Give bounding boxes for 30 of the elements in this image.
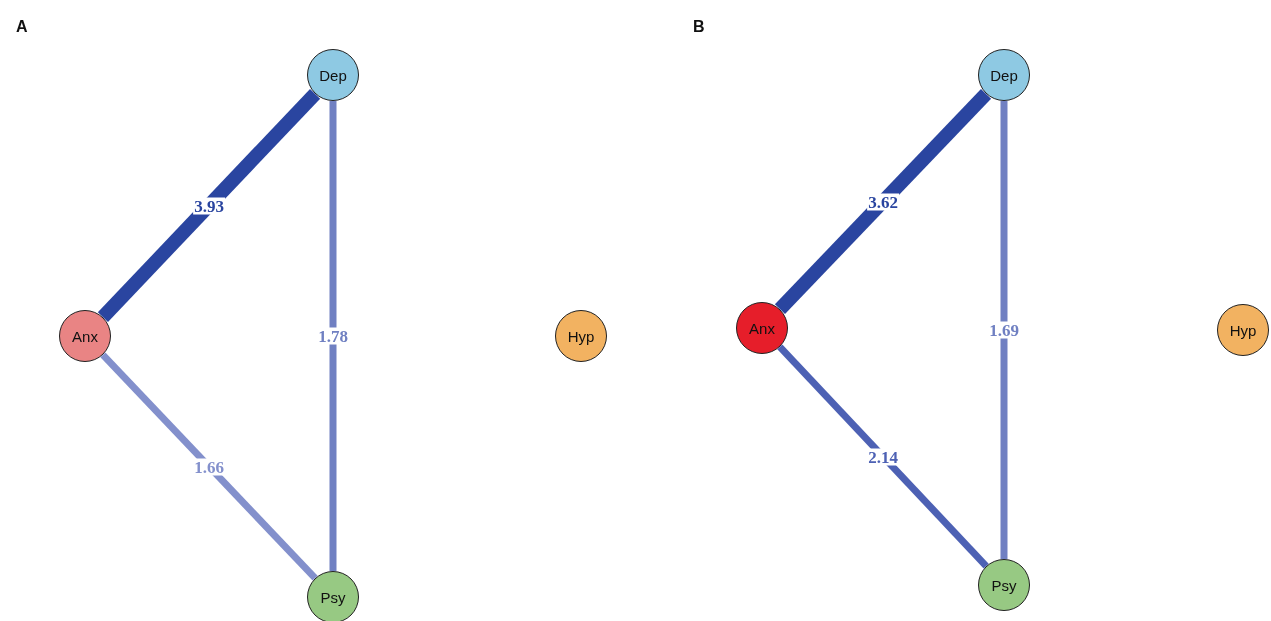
node-circle xyxy=(307,571,359,621)
node-label: Dep xyxy=(990,66,1018,84)
node-label: Psy xyxy=(320,588,346,606)
edge-line xyxy=(1000,101,1008,559)
node-circle xyxy=(1217,304,1269,356)
node-label: Psy xyxy=(991,576,1017,594)
edge-label: 1.66 xyxy=(193,458,225,475)
edge-line xyxy=(100,352,318,581)
node-label: Anx xyxy=(72,327,98,345)
node-label: Hyp xyxy=(567,327,595,345)
panel-label: B xyxy=(693,18,705,36)
edge-label: 1.69 xyxy=(988,321,1020,339)
node-circle xyxy=(59,310,111,362)
edge-line xyxy=(329,101,337,571)
edge-label: 1.78 xyxy=(317,327,349,345)
edge-line xyxy=(774,88,992,315)
edge-label: 3.62 xyxy=(867,193,899,210)
node-label: Hyp xyxy=(1229,321,1257,339)
edge-line xyxy=(777,344,989,569)
node-circle xyxy=(555,310,607,362)
edge-label: 3.93 xyxy=(193,197,225,214)
node-circle xyxy=(736,302,788,354)
edge-line xyxy=(97,89,321,322)
edge-label: 2.14 xyxy=(867,448,899,465)
panel-label: A xyxy=(16,18,28,36)
node-label: Anx xyxy=(749,319,775,337)
node-circle xyxy=(978,559,1030,611)
node-circle xyxy=(978,49,1030,101)
node-circle xyxy=(307,49,359,101)
node-label: Dep xyxy=(319,66,347,84)
